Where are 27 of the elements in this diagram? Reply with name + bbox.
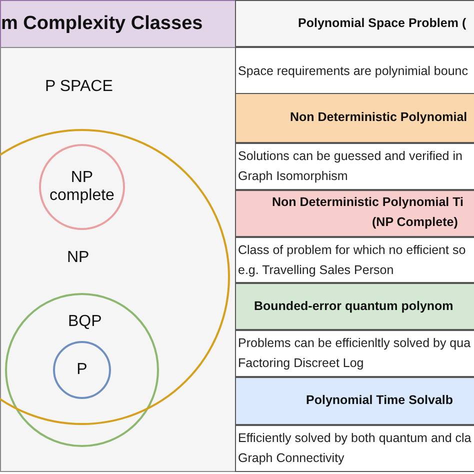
panel-title: m Complexity Classes [1,13,203,35]
class-heading: Bounded-error quantum polynom [254,298,454,312]
set-circle [0,129,230,425]
example-text: Graph Isomorphism [238,169,348,183]
title-band [0,0,236,48]
class-heading: (NP Complete) [372,215,458,229]
set-circle [5,293,159,447]
class-heading: Polynomial Space Problem ( [298,16,466,30]
class-heading: Non Deterministic Polynomial [290,110,468,124]
set-label: P [76,360,88,380]
example-text: Factoring Discreet Log [238,356,364,370]
subset-circle [39,144,125,230]
description-text: Class of problem for which no efficient so [238,243,466,257]
subset-circle [53,341,111,399]
class-heading: Non Deterministic Polynomial Ti [272,195,464,209]
description-text: Efficiently solved by both quantum and cla [238,431,472,445]
set-label: P SPACE [45,78,113,96]
set-label: NP complete [48,168,116,206]
description-text: Solutions can be guessed and verified in [238,149,462,163]
set-label: NP [67,249,90,267]
description-text: Problems can be efficienltly solved by qua [238,336,471,350]
class-heading: Polynomial Time Solvalb [306,393,454,407]
set-label: BQP [68,313,102,331]
example-text: e.g. Travelling Sales Person [238,263,394,277]
description-text: Space requirements are polynimial bounc [238,64,468,78]
example-text: Graph Connectivity [238,451,344,465]
venn-panel [0,47,236,472]
